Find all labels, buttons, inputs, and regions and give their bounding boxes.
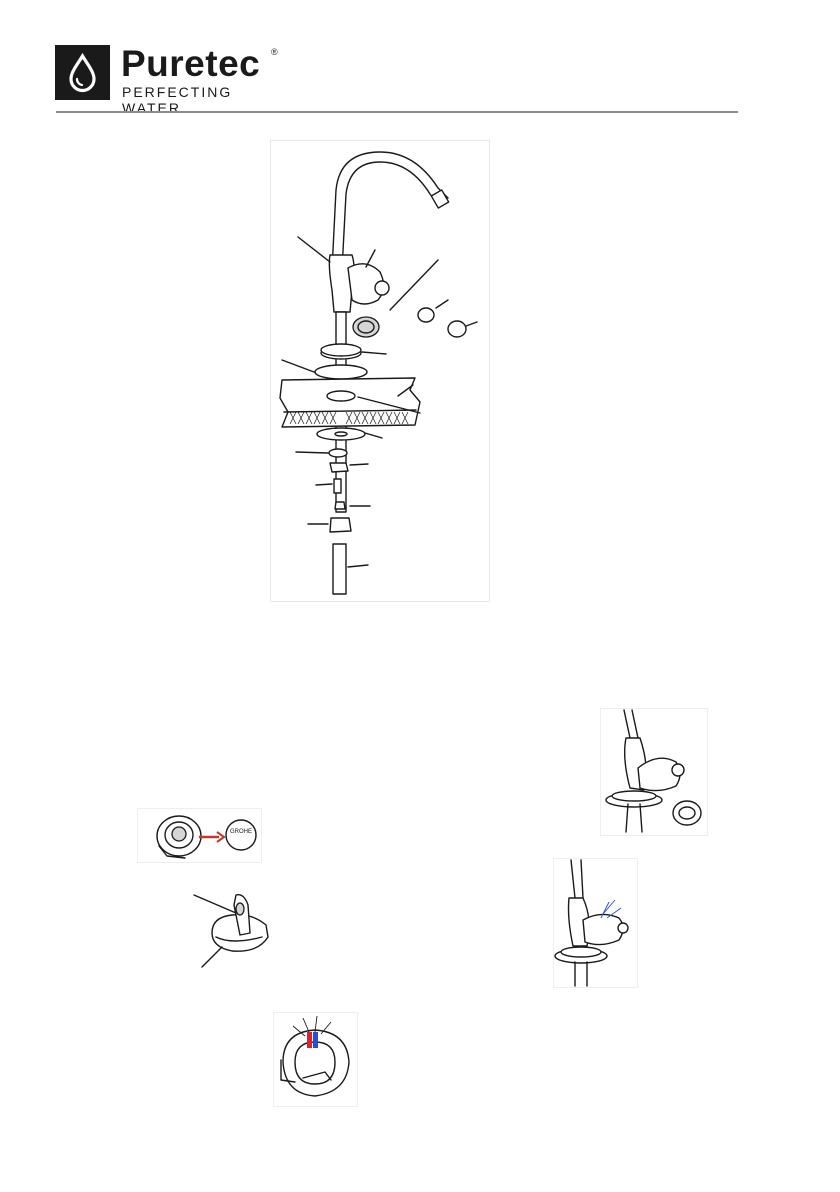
registered-mark: ® (271, 47, 278, 57)
brand-name: Puretec (121, 43, 260, 85)
faucet-exploded-diagram (270, 140, 490, 602)
svg-text:GROHE: GROHE (230, 829, 252, 835)
brand-logo: Puretec ® PERFECTING WATER (55, 45, 295, 105)
water-drop-logo-icon (55, 45, 110, 100)
handle-lever-detail (192, 885, 272, 970)
remove-handle-cap: GROHE (137, 808, 262, 863)
header-rule (56, 111, 738, 113)
handle-spring-detail (273, 1012, 358, 1107)
faucet-with-nut (600, 708, 708, 836)
faucet-handle-assembled (553, 858, 638, 988)
